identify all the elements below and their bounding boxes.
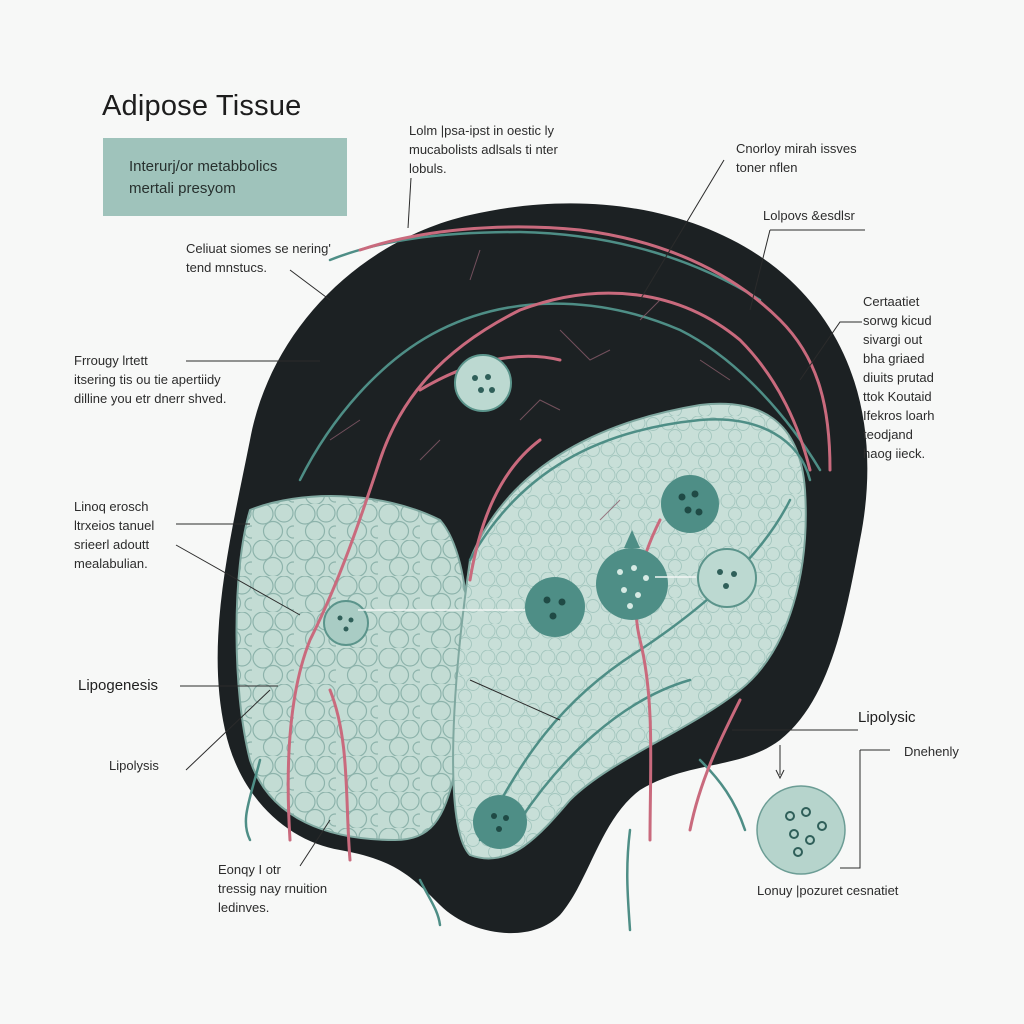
cell-nucleus-icon [454,354,512,412]
label-bottom-left: Eonqy I otr tressig nay rnuition ledinve… [218,862,328,915]
label-left-lower: Linoq erosch ltrxeios tanuel srieerl ado… [74,499,155,571]
label-lipolysic: Lipolysic [858,709,916,726]
label-left-middle: Frrougy lrtett itsering tis ou tie apert… [74,353,227,406]
label-bottom-right: Lonuy |pozuret cesnatiet [757,883,899,898]
leader-lines [175,159,890,869]
label-right-middle: Certaatiet sorwg kicud sivargi out bha g… [863,294,935,461]
label-left-upper: Celiuat siomes se nering' tend mnstucs. [186,241,331,275]
label-dnehenly: Dnehenly [904,744,959,759]
magnified-cell-icon [756,785,846,875]
label-lipolysis-left: Lipolysis [109,758,159,773]
cell-nucleus-icon [525,577,585,637]
label-top-center: Lolm |psa-ipst in oestic ly mucabolists … [409,123,558,176]
cell-nucleus-icon [473,795,527,849]
subtitle-box: Interurj/or metabbolics mertali presyom [103,138,347,216]
cell-nucleus-icon [661,475,719,533]
cell-nucleus-icon [596,530,668,620]
label-right-upper: Lolpovs &esdlsr [763,208,855,223]
label-top-right: Cnorloy mirah issves toner nflen [736,141,857,175]
capillaries [329,249,731,521]
page-title: Adipose Tissue [102,90,302,122]
label-lipogenesis: Lipogenesis [78,677,159,694]
cell-nucleus-icon [697,548,757,608]
cell-nucleus-icon [323,600,369,646]
